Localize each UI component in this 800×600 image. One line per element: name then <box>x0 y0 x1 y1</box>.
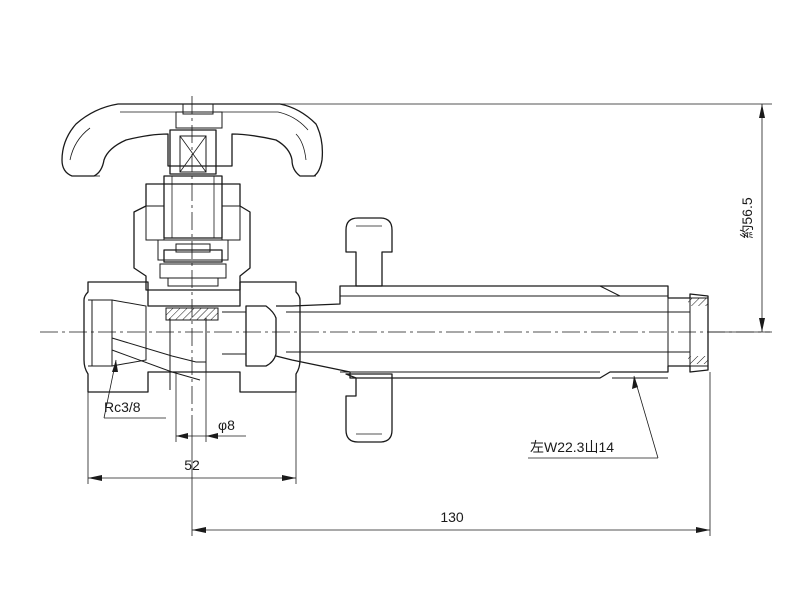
thread-label: Rc3/8 <box>104 399 141 415</box>
height-dimension: 約56.5 <box>214 103 772 333</box>
handle-wheel <box>61 103 324 177</box>
height-label: 約56.5 <box>739 197 755 238</box>
pipe-diameter-label: φ8 <box>218 417 235 433</box>
hose-thread-leader: 左W22.3山14 <box>528 375 659 459</box>
pipe-diameter-dimension: φ8 <box>175 372 246 442</box>
thread-hatch <box>688 298 708 364</box>
outlet-spout <box>245 217 709 443</box>
total-length-dimension: 130 <box>191 372 711 536</box>
hose-thread-label: 左W22.3山14 <box>530 439 614 455</box>
total-length-label: 130 <box>440 509 464 525</box>
thread-leader: Rc3/8 <box>103 359 166 419</box>
